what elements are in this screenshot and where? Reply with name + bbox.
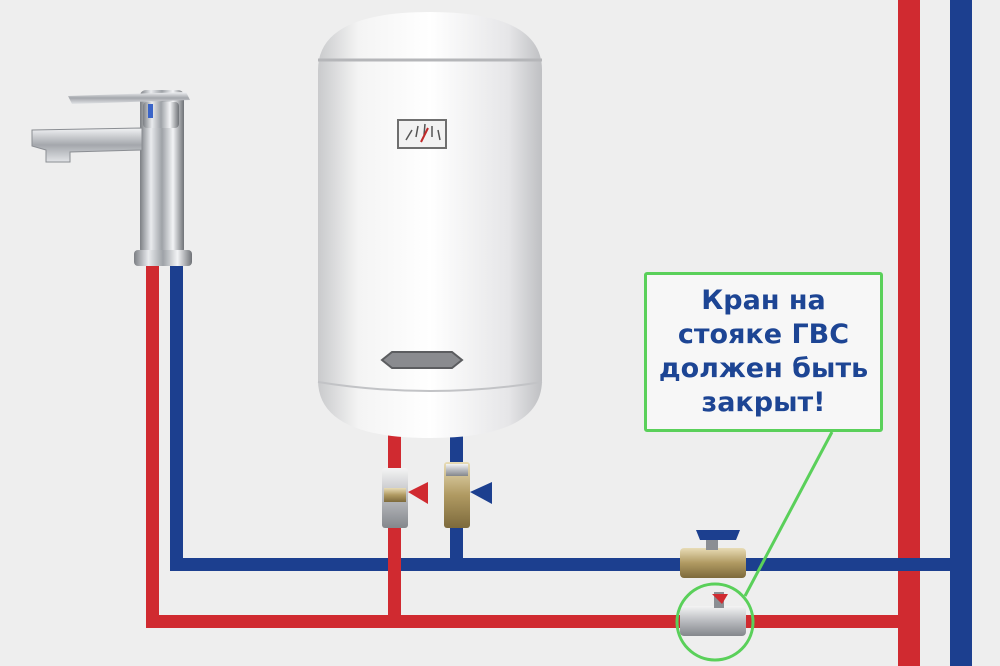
heater-handle-plate: [380, 351, 464, 369]
faucet-cold-supply-pipe: [170, 262, 183, 571]
hot-main-pipe: [146, 615, 920, 628]
callout-line-2: стояке ГВС: [677, 319, 850, 350]
callout-box: Кран на стояке ГВС должен быть закрыт!: [644, 272, 883, 432]
faucet-hot-supply-pipe: [146, 262, 159, 628]
cold-main-pipe: [170, 558, 972, 571]
closed-valve-highlight: [675, 582, 755, 662]
hot-riser-pipe: [898, 0, 920, 666]
callout-text: Кран на стояке ГВС должен быть закрыт!: [651, 284, 876, 420]
water-heater-icon: [317, 12, 543, 438]
callout-pointer-line: [743, 431, 834, 597]
ball-valve-icon: [680, 530, 746, 636]
callout-line-1: Кран на: [701, 285, 826, 316]
callout-line-3: должен быть: [658, 353, 869, 384]
ball-valve-icon: [382, 462, 492, 528]
thermometer-gauge-icon: [397, 119, 447, 149]
cold-riser-pipe: [950, 0, 972, 666]
mixer-tap-icon: [31, 90, 192, 266]
callout-line-4: закрыт!: [701, 387, 826, 418]
heater-hot-outlet-pipe: [388, 430, 401, 628]
